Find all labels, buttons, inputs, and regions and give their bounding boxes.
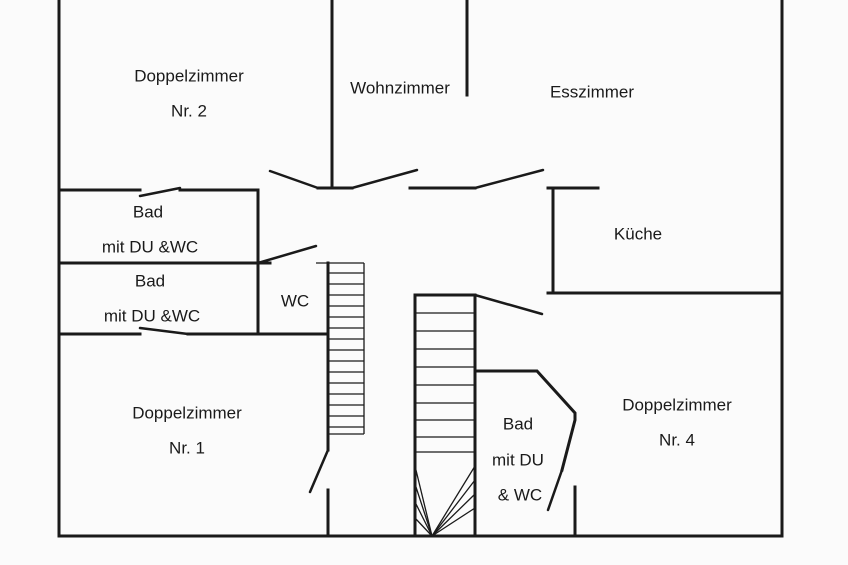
room-label-wc: WC — [280, 291, 310, 311]
staircase-right — [414, 312, 476, 537]
room-label-bad-center-wc: & WC — [497, 485, 543, 505]
room-label-doppelzimmer-4: Doppelzimmer — [622, 395, 732, 415]
room-label-doppelzimmer-1-number: Nr. 1 — [169, 438, 205, 458]
room-label-doppelzimmer-4-number: Nr. 4 — [659, 430, 695, 450]
room-label-bad-center: Bad — [502, 414, 534, 434]
room-label-doppelzimmer-2: Doppelzimmer — [134, 66, 244, 86]
room-label-kueche: Küche — [613, 224, 663, 244]
room-label-doppelzimmer-2-number: Nr. 2 — [171, 101, 207, 121]
outer-walls — [57, 0, 784, 538]
room-label-doppelzimmer-1: Doppelzimmer — [132, 403, 242, 423]
interior-walls — [57, 0, 784, 538]
room-label-bad-upper-detail: mit DU &WC — [101, 237, 199, 257]
room-label-bad-lower-detail: mit DU &WC — [103, 306, 201, 326]
staircase-left — [316, 262, 365, 435]
room-label-bad-upper: Bad — [132, 202, 164, 222]
doors — [138, 168, 564, 512]
room-label-bad-lower: Bad — [134, 271, 166, 291]
room-label-bad-center-detail: mit DU — [492, 450, 544, 470]
room-label-esszimmer: Esszimmer — [549, 82, 635, 102]
room-label-wohnzimmer: Wohnzimmer — [350, 78, 450, 98]
